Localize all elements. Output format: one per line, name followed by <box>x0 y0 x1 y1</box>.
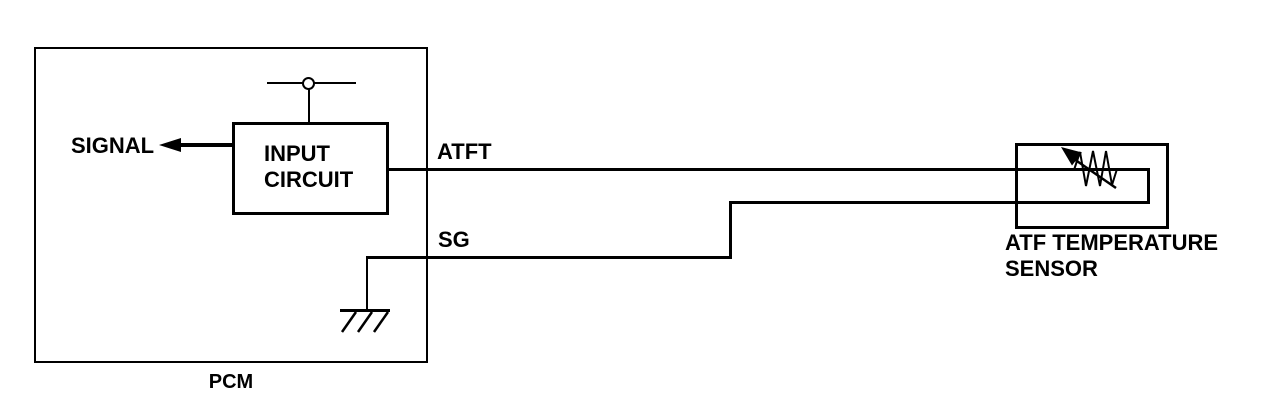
test-point-circle-icon <box>302 77 315 90</box>
input-circuit-label-line2: CIRCUIT <box>264 167 354 192</box>
signal-arrow-shaft <box>176 143 232 147</box>
atf-sensor-box <box>1015 143 1169 229</box>
signal-label: SIGNAL <box>71 133 155 158</box>
ground-bar <box>340 309 390 312</box>
thermistor-symbol-icon <box>1061 147 1118 190</box>
sg-wire-label: SG <box>438 227 470 252</box>
input-circuit-label-line1: INPUT <box>264 141 330 166</box>
sg-wire-riser-segment <box>729 201 732 259</box>
sg-wire-lower-segment <box>366 256 732 259</box>
ground-symbol-icon <box>340 311 390 333</box>
test-point-stem <box>308 88 310 122</box>
pcm-box <box>34 47 428 363</box>
atft-wire-label: ATFT <box>437 139 492 164</box>
ground-stem <box>366 256 368 311</box>
sensor-hairpin-segment <box>1147 168 1150 204</box>
signal-left-arrow-icon <box>159 138 181 152</box>
pcm-label: PCM <box>208 371 254 393</box>
atf-sensor-label-line2: SENSOR <box>1005 256 1098 281</box>
atf-sensor-label-line1: ATF TEMPERATURE <box>1005 230 1219 255</box>
sg-wire-upper-segment <box>729 201 1150 204</box>
atft-wire <box>388 168 1150 171</box>
input-circuit-box <box>232 122 389 215</box>
